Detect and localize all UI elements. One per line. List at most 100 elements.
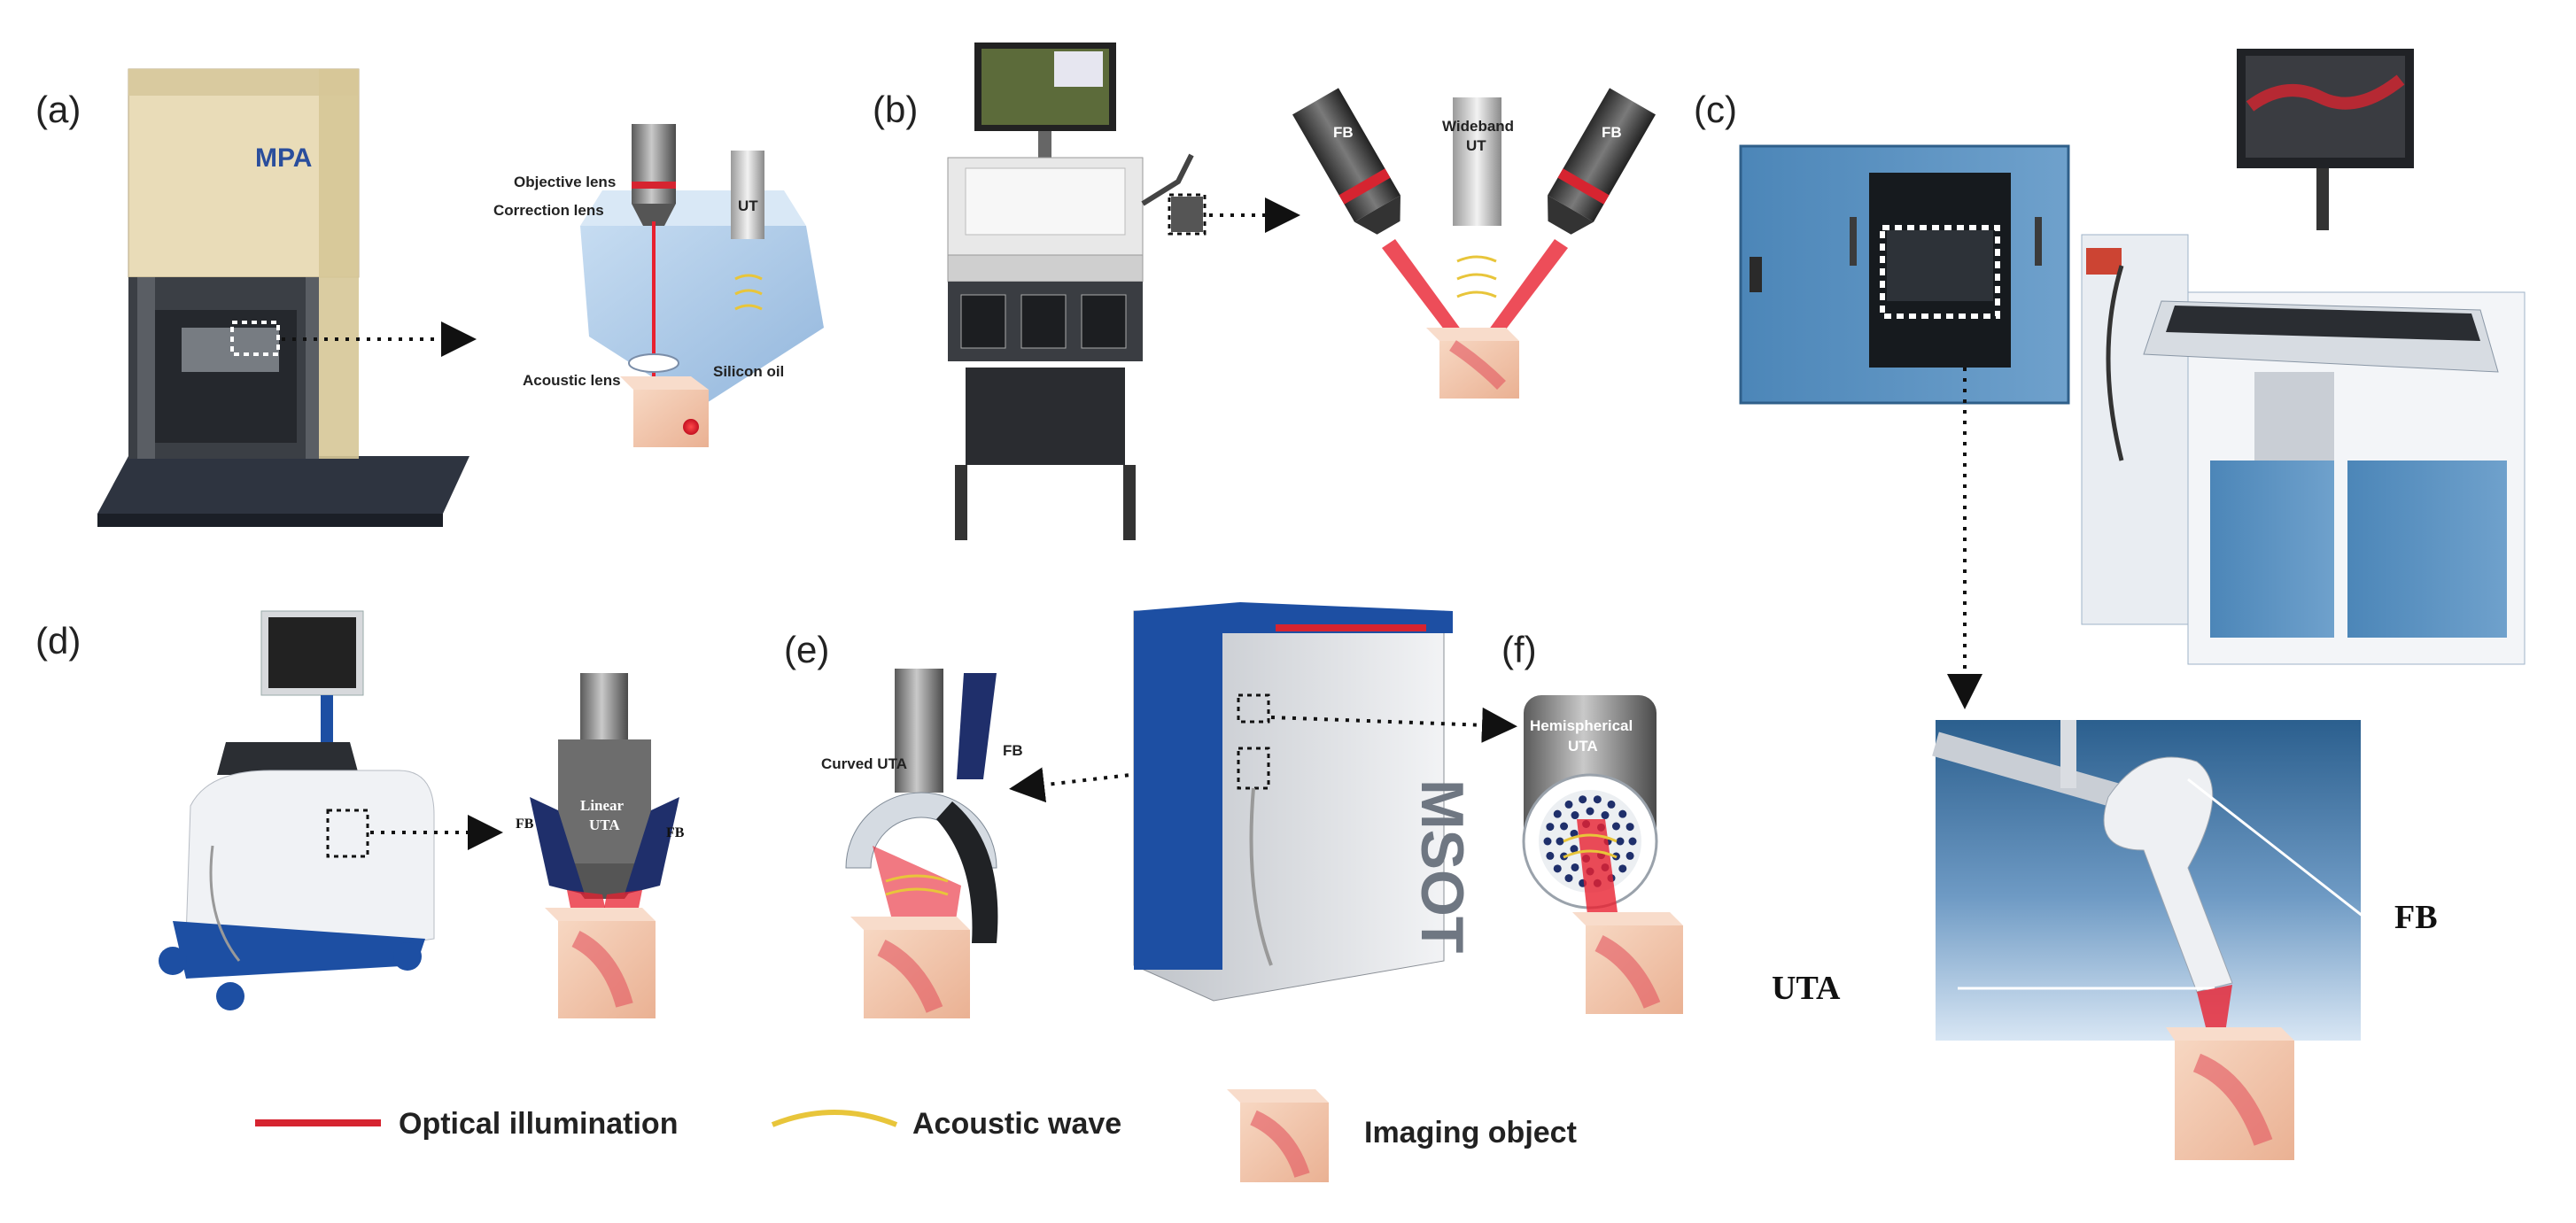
panel-f-hemi-label-2: UTA — [1568, 738, 1598, 755]
panel-b-imaging-object — [1426, 328, 1519, 399]
panel-f-zoom-arrow — [1270, 707, 1517, 743]
mpa-device-photo: MPA — [97, 68, 469, 527]
panel-f-hemi-label-1: Hemispherical — [1530, 717, 1633, 734]
panel-b-wideband-label-1: Wideband — [1442, 118, 1514, 135]
panel-d-fb-left-icon — [530, 797, 585, 894]
panel-d-imaging-object — [545, 908, 656, 1018]
array-element-dot — [1616, 837, 1625, 846]
panel-b-fb-left-label: FB — [1333, 124, 1354, 141]
array-element-dot — [1593, 795, 1602, 804]
array-element-dot — [1618, 864, 1627, 873]
legend: Optical illumination Acoustic wave Imagi… — [255, 1089, 1577, 1182]
array-element-dot — [1571, 811, 1579, 820]
panel-c-imaging-object — [2166, 1027, 2294, 1160]
panel-c-system-photo — [1739, 49, 2526, 665]
panel-d-zoom-box — [326, 809, 369, 858]
silicon-oil-label: Silicon oil — [713, 363, 784, 380]
panel-e-fb-label: FB — [1003, 742, 1023, 759]
panel-d: (d) Lin — [35, 610, 685, 1018]
msot-device-photo: MSOT — [1133, 602, 1476, 1002]
legend-optical-label: Optical illumination — [399, 1107, 678, 1141]
panel-c-zoom-box — [1880, 225, 2000, 319]
panel-a-label: (a) — [35, 89, 81, 130]
linear-uta-icon — [558, 739, 651, 863]
msot-zoom-box-upper — [1237, 693, 1270, 724]
panel-b: (b) — [873, 43, 1656, 540]
ut-label: UT — [738, 197, 758, 214]
array-element-dot — [1618, 809, 1627, 818]
panel-c: (c) — [1694, 49, 2526, 1160]
panel-b-acoustic-wave — [1456, 255, 1497, 298]
panel-d-fb-right-label: FB — [666, 825, 685, 840]
panel-e-schematic: Curved UTA FB — [821, 669, 1023, 1018]
array-element-dot — [1570, 845, 1579, 854]
panel-b-zoom-box — [1168, 193, 1207, 236]
panel-c-label: (c) — [1694, 89, 1737, 130]
panel-b-fb-left-icon — [1292, 88, 1401, 235]
panel-f: (f) Hemispherical UTA — [1270, 629, 1683, 1014]
array-element-dot — [1626, 851, 1634, 860]
array-element-dot — [1543, 837, 1552, 846]
wideband-ut-icon — [1453, 97, 1501, 226]
objective-lens-icon — [632, 124, 676, 204]
legend-imaging-label: Imaging object — [1364, 1116, 1577, 1149]
panel-b-fb-right-label: FB — [1602, 124, 1622, 141]
panel-c-uta-label: UTA — [1772, 970, 1841, 1007]
array-element-dot — [1564, 800, 1573, 809]
panel-a-acoustic-wave — [734, 274, 763, 311]
acoustic-lens-label: Acoustic lens — [523, 372, 621, 389]
panel-c-fb-label: FB — [2394, 899, 2438, 936]
panel-c-probe-closeup: FB UTA — [1772, 720, 2438, 1160]
panel-e-zoom-arrow — [1009, 760, 1245, 803]
objective-lens-label: Objective lens — [514, 174, 616, 190]
array-element-dot — [1611, 822, 1620, 831]
panel-f-schematic: Hemispherical UTA — [1522, 695, 1683, 1014]
array-element-dot — [1560, 822, 1569, 831]
array-element-dot — [1553, 809, 1562, 818]
panel-d-schematic: Linear UTA FB FB — [516, 673, 685, 1018]
msot-device-text: MSOT — [1408, 779, 1476, 953]
panel-d-linear-label-1: Linear — [580, 797, 625, 814]
array-element-dot — [1556, 837, 1564, 846]
panel-b-label: (b) — [873, 89, 918, 130]
panel-e-acoustic-wave — [885, 874, 949, 896]
array-element-dot — [1553, 864, 1562, 873]
panel-e-fb-icon — [957, 673, 997, 779]
array-element-dot — [1626, 823, 1634, 832]
panel-e-imaging-object — [850, 917, 970, 1018]
panel-a: (a) MPA — [35, 68, 824, 527]
panel-d-fb-right-icon — [625, 797, 679, 894]
mpa-brand-text: MPA — [255, 143, 312, 173]
panel-f-label: (f) — [1501, 629, 1537, 670]
panel-e-curved-uta-label: Curved UTA — [821, 755, 907, 772]
array-element-dot — [1546, 823, 1555, 832]
panel-e-label: (e) — [784, 629, 829, 670]
acoustic-lens-icon — [628, 353, 679, 373]
panel-d-label: (d) — [35, 620, 81, 662]
panel-b-cart-photo — [947, 43, 1207, 540]
array-element-dot — [1579, 795, 1587, 804]
legend-acoustic-swatch — [771, 1110, 898, 1127]
array-element-dot — [1607, 800, 1616, 809]
array-element-dot — [1628, 837, 1637, 846]
array-element-dot — [1601, 811, 1610, 820]
panel-d-fb-left-label: FB — [516, 817, 534, 832]
panel-d-scanner-photo — [159, 610, 435, 1010]
legend-imaging-object-swatch — [1227, 1089, 1329, 1182]
panel-e: (e) Curved UTA FB MSOT — [784, 602, 1476, 1018]
correction-lens-label: Correction lens — [493, 202, 604, 219]
panel-b-schematic: FB Wideband UT FB — [1292, 88, 1656, 399]
legend-acoustic-label: Acoustic wave — [912, 1107, 1121, 1141]
panel-b-fb-right-icon — [1548, 88, 1656, 235]
panel-f-imaging-object — [1572, 912, 1683, 1014]
ut-transducer-icon — [731, 151, 764, 239]
panel-d-linear-label-2: UTA — [589, 817, 620, 833]
array-element-dot — [1546, 851, 1555, 860]
panel-a-imaging-object — [620, 376, 709, 447]
panel-b-wideband-label-2: UT — [1466, 137, 1486, 154]
panel-f-acoustic-wave — [1563, 833, 1618, 859]
array-element-dot — [1586, 807, 1594, 816]
array-element-dot — [1571, 863, 1579, 871]
